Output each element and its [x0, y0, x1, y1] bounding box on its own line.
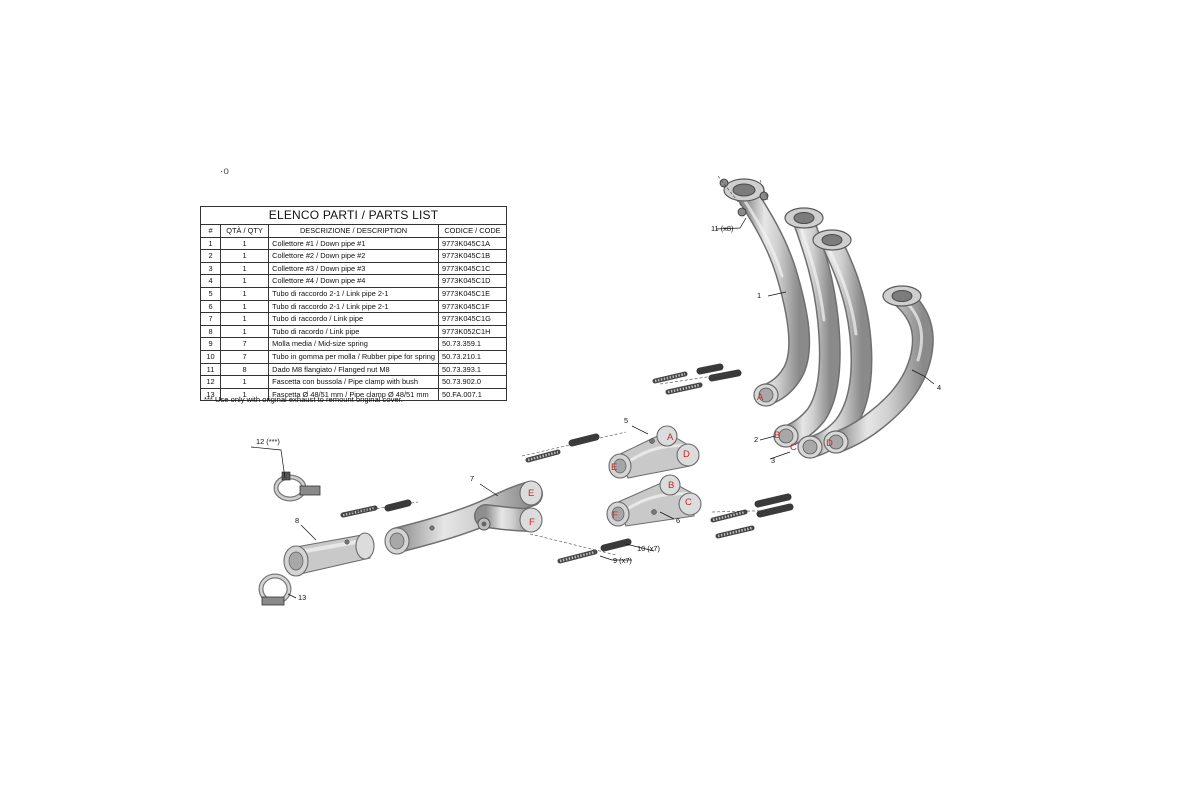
rubber-pipe-for-spring [384, 499, 412, 512]
down-pipe-1 [723, 178, 811, 407]
row-code: 50.FA.007.1 [437, 387, 508, 402]
rubber-pipe-for-spring [708, 369, 742, 382]
mid-size-spring [525, 449, 561, 463]
springs-group [340, 371, 755, 564]
callout-4: 4 [937, 383, 941, 392]
leader-lines [250, 217, 935, 599]
port-label-d-5: D [683, 449, 690, 460]
callout-9: 9 (x7) [613, 556, 632, 565]
row-code: 50.73.902.0 [437, 375, 508, 389]
port-label-d-1: D [826, 438, 833, 449]
callout-labels: 1 2 3 4 5 6 7 8 9 (x7) 10 (x7) 11 (x8) 1… [256, 224, 941, 602]
link-pipe-5-inlet-a [656, 425, 678, 447]
port-label-a-1: A [757, 392, 764, 403]
pipe-clamp-13 [258, 573, 292, 606]
link-pipe-8-inlet [355, 532, 375, 560]
callout-10: 10 (x7) [637, 544, 660, 553]
link-pipe-6 [606, 474, 702, 527]
port-label-f-6: F [612, 510, 618, 521]
flanged-nut-group [717, 175, 769, 217]
port-label-a-5: A [667, 432, 674, 443]
rubber-pipe-for-spring [600, 538, 632, 552]
port-label-e-7: E [528, 488, 534, 499]
usage-note: *** Use only with original exhaust to re… [204, 395, 403, 404]
mid-size-spring [710, 509, 748, 523]
callout-3: 3 [771, 456, 775, 465]
link-pipe-7-inlet-f [519, 507, 543, 533]
assembly-dashed-lines [341, 371, 791, 556]
mid-size-spring [665, 382, 703, 395]
callout-11: 11 (x8) [711, 224, 733, 233]
link-pipe-5 [608, 425, 700, 479]
callout-5: 5 [624, 416, 628, 425]
callout-2: 2 [754, 435, 758, 444]
rubber-pipes-group [384, 363, 794, 552]
port-labels: A B C D A D E B C F E F [528, 392, 833, 528]
link-pipe-8 [283, 532, 375, 577]
mid-size-spring [557, 549, 598, 564]
port-label-e-5: E [611, 462, 617, 473]
top-mark: ·o [220, 166, 229, 177]
port-label-b-6: B [668, 480, 674, 491]
link-pipe-6-inlet-c [678, 492, 702, 516]
link-pipe-7-inlet-e [519, 480, 543, 506]
port-label-c-1: C [790, 442, 797, 453]
callout-12: 12 (***) [256, 437, 280, 446]
mid-size-spring [715, 525, 755, 539]
port-label-b-1: B [774, 430, 780, 441]
parts-list-table: ELENCO PARTI / PARTS LIST # QTÀ / QTY DE… [199, 206, 508, 402]
down-pipe-4 [823, 285, 934, 454]
rubber-pipe-for-spring [696, 363, 724, 375]
mid-size-spring [652, 371, 688, 384]
callout-6: 6 [676, 516, 680, 525]
port-label-c-6: C [685, 497, 692, 508]
link-pipe-5-inlet-d [676, 443, 700, 467]
rubber-pipe-for-spring [756, 503, 794, 518]
port-label-f-7: F [529, 517, 535, 528]
callout-1: 1 [757, 291, 761, 300]
rubber-pipe-for-spring [754, 493, 792, 508]
row-quantity: 1 [220, 387, 270, 402]
link-pipe-6-inlet-b [659, 474, 681, 496]
pipe-clamp-12 [273, 471, 321, 502]
parts-list-title: ELENCO PARTI / PARTS LIST [200, 206, 507, 225]
link-pipe-7 [384, 480, 543, 555]
row-code: 9773K045C1B [437, 249, 508, 263]
callout-8: 8 [295, 516, 299, 525]
rubber-pipe-for-spring [568, 433, 600, 447]
down-pipe-2 [773, 207, 841, 448]
callout-7: 7 [470, 474, 474, 483]
callout-13: 13 [298, 593, 306, 602]
